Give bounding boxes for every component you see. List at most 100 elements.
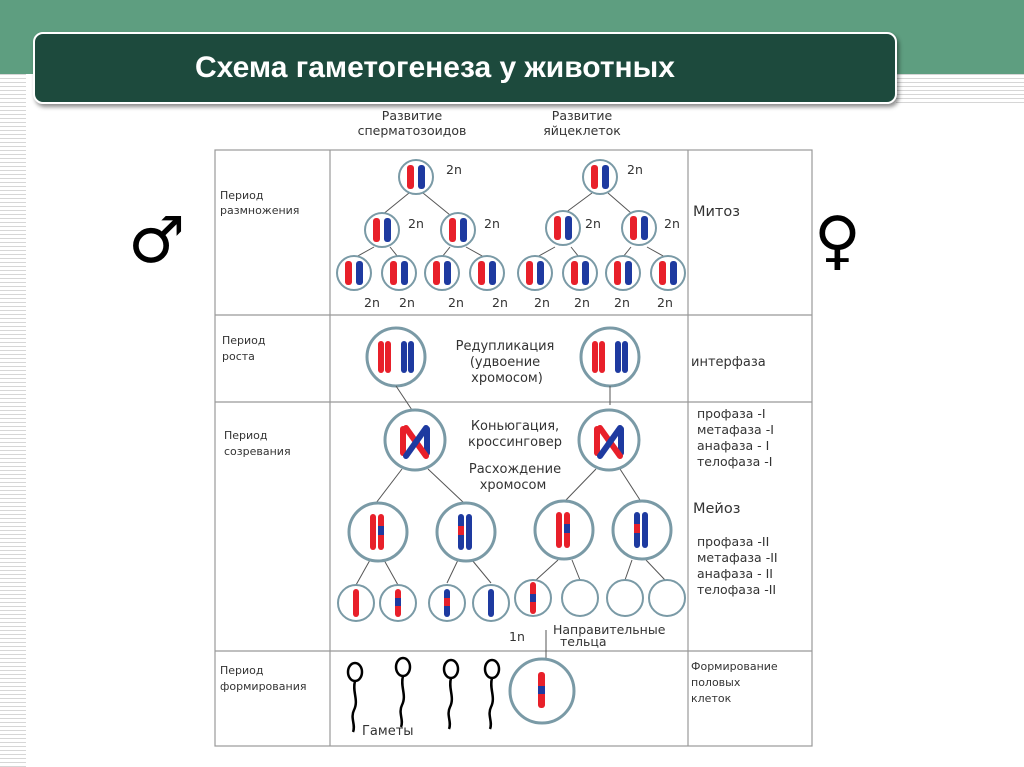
gametes-label: Гаметы	[362, 724, 414, 739]
conjugation-line2: кроссинговер	[468, 435, 562, 450]
phase-meiosis: Мейоз	[693, 501, 740, 517]
label-2n: 2n	[399, 295, 415, 310]
sperm-mitosis-cell	[440, 212, 476, 248]
maturation-tree-lines	[355, 385, 666, 662]
replication-line1: Редупликация	[456, 339, 555, 354]
egg-mitosis-cell	[582, 159, 618, 195]
period-maturation-line2: созревания	[224, 445, 291, 458]
phase-formation-line2: половых	[691, 676, 741, 689]
label-2n: 2n	[484, 216, 500, 231]
chromosome-paternal	[418, 165, 425, 189]
egg-mitosis-cell	[562, 255, 598, 291]
sperm-growth-cell	[365, 326, 427, 388]
phase-mitosis: Митоз	[693, 204, 740, 220]
period-reproduction-line2: размножения	[220, 204, 299, 217]
sperm-cell	[442, 658, 460, 730]
meiosis1-cells	[347, 499, 673, 563]
sperm-mitosis-cell	[424, 255, 460, 291]
left-stripes-decoration	[0, 74, 26, 767]
phase-prophase-1: профаза -I	[697, 406, 766, 421]
phase-anaphase-2: анафаза - II	[697, 566, 773, 581]
egg-growth-cell	[579, 326, 641, 388]
polar-body	[606, 579, 644, 617]
header-sperm-development: Развитие сперматозоидов	[358, 108, 467, 138]
phase-anaphase-1: анафаза - I	[697, 438, 769, 453]
polar-body	[561, 579, 599, 617]
label-2n: 2n	[492, 295, 508, 310]
table-border	[214, 149, 813, 747]
divergence-annotation: Расхождение хромосом	[469, 462, 561, 493]
period-formation-line1: Период	[220, 664, 264, 677]
phase-formation-line3: клеток	[691, 692, 732, 705]
phase-telophase-1: телофаза -I	[697, 454, 772, 469]
period-maturation: Период созревания	[224, 429, 291, 458]
period-growth: Период роста	[222, 334, 266, 363]
sperm-mitosis-cell	[364, 212, 400, 248]
male-symbol: ♂	[128, 204, 185, 278]
label-2n: 2n	[574, 295, 590, 310]
egg-mitosis-cell	[545, 210, 581, 246]
female-symbol: ♀	[814, 204, 861, 278]
period-reproduction: Период размножения	[220, 189, 299, 217]
chromosome-maternal	[407, 165, 414, 189]
period-formation-line2: формирования	[220, 680, 306, 693]
label-2n: 2n	[364, 295, 380, 310]
egg-mitosis-cell	[517, 255, 553, 291]
egg-tetrad-cell	[577, 408, 641, 472]
divergence-line1: Расхождение	[469, 462, 561, 477]
conjugation-annotation: Коньюгация, кроссинговер	[468, 419, 562, 450]
period-formation: Период формирования	[220, 664, 306, 693]
replication-line3: хромосом)	[471, 371, 543, 386]
header-egg-line2: яйцеклеток	[543, 123, 621, 138]
phase-telophase-2: телофаза -II	[697, 582, 776, 597]
period-growth-line2: роста	[222, 350, 255, 363]
sperm-mitosis-cell	[381, 255, 417, 291]
polar-bodies-line1: Направительные	[553, 622, 666, 637]
phase-formation: Формирование половых клеток	[691, 660, 778, 705]
divergence-line2: хромосом	[480, 478, 547, 493]
phase-meiosis2-list: профаза -II метафаза -II анафаза - II те…	[697, 534, 778, 597]
header-sperm-line2: сперматозоидов	[358, 123, 467, 138]
egg-cell	[508, 657, 576, 725]
period-growth-line1: Период	[222, 334, 266, 347]
polar-bodies-annotation: Направительные тельца	[553, 622, 666, 649]
label-2n: 2n	[534, 295, 550, 310]
conjugation-line1: Коньюгация,	[471, 419, 559, 434]
label-2n: 2n	[448, 295, 464, 310]
header-egg-development: Развитие яйцеклеток	[543, 108, 621, 138]
egg-mitosis-tree	[517, 159, 686, 291]
header-egg-line1: Развитие	[552, 108, 613, 123]
replication-annotation: Редупликация (удвоение хромосом)	[456, 339, 555, 386]
diploid-labels: 2n 2n 2n 2n 2n 2n 2n 2n 2n 2n 2n 2n 2n 2…	[364, 162, 680, 310]
chromosome-maternal	[373, 218, 380, 242]
growth-cells	[365, 326, 641, 388]
label-2n: 2n	[664, 216, 680, 231]
phase-meiosis1-list: профаза -I метафаза -I анафаза - I телоф…	[697, 406, 774, 469]
right-stripes-decoration	[896, 74, 1024, 104]
table-grid	[214, 149, 813, 747]
chromosome-paternal	[384, 218, 391, 242]
header-sperm-line1: Развитие	[382, 108, 443, 123]
period-reproduction-line1: Период	[220, 189, 264, 202]
sperm-mitosis-cell	[469, 255, 505, 291]
phase-interphase: интерфаза	[691, 355, 766, 370]
sperm-cell	[394, 656, 412, 728]
phase-formation-line1: Формирование	[691, 660, 778, 673]
label-2n: 2n	[614, 295, 630, 310]
period-maturation-line1: Период	[224, 429, 268, 442]
label-2n: 2n	[585, 216, 601, 231]
replication-line2: (удвоение	[470, 355, 540, 370]
sperm-mitosis-cell	[336, 255, 372, 291]
sperm-gametes	[346, 656, 501, 733]
polar-bodies-line2: тельца	[560, 634, 607, 649]
sperm-tetrad-cell	[383, 408, 447, 472]
title-bar: Схема гаметогенеза у животных	[33, 32, 897, 104]
sperm-cell	[346, 661, 364, 733]
egg-mitosis-cell	[605, 255, 641, 291]
sperm-cell	[483, 658, 501, 730]
egg-mitosis-cell	[621, 210, 657, 246]
sperm-mitosis-tree	[336, 159, 505, 291]
label-2n: 2n	[627, 162, 643, 177]
sperm-mitosis-cell	[398, 159, 434, 195]
